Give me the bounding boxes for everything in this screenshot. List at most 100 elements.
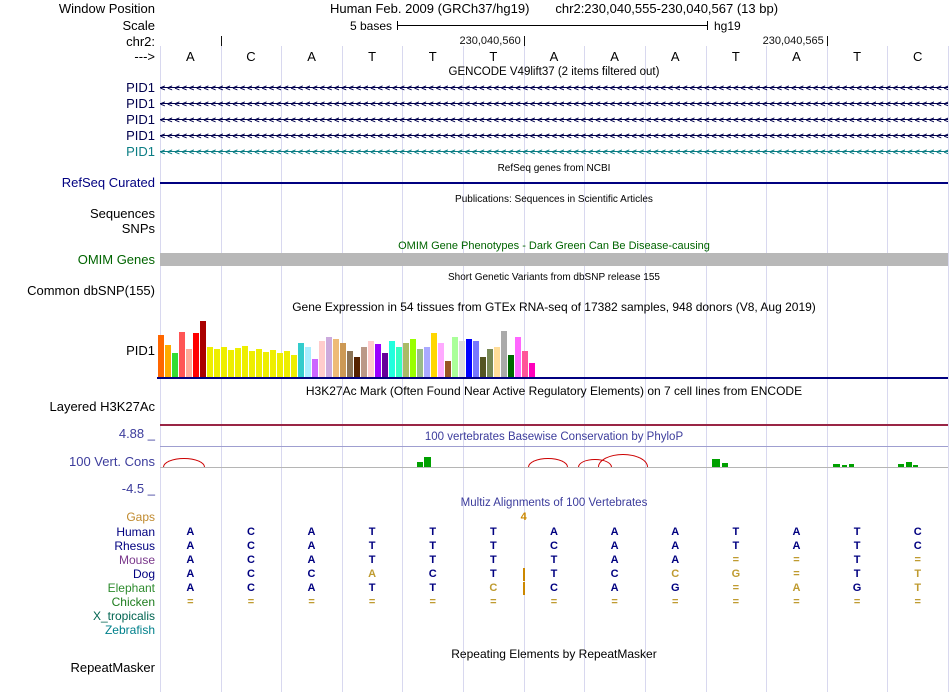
alignment-base: T — [429, 582, 437, 594]
species-label[interactable]: Elephant — [107, 581, 155, 595]
gtex-bar — [403, 343, 409, 377]
omim-region-bar[interactable] — [160, 253, 948, 266]
alignment-base: = — [187, 596, 194, 608]
gtex-bar — [214, 349, 220, 377]
gridline — [948, 46, 949, 692]
species-label[interactable]: Rhesus — [114, 539, 155, 553]
gtex-bar — [186, 349, 192, 377]
gene-model-row[interactable]: <<<<<<<<<<<<<<<<<<<<<<<<<<<<<<<<<<<<<<<<… — [160, 114, 948, 126]
assembly-title: Human Feb. 2009 (GRCh37/hg19) — [329, 1, 530, 16]
gtex-bar — [480, 357, 486, 377]
omim-title[interactable]: OMIM Gene Phenotypes - Dark Green Can Be… — [398, 240, 710, 252]
gtex-bar — [242, 346, 248, 377]
dbsnp-label[interactable]: Common dbSNP(155) — [27, 283, 155, 298]
alignment-base: C — [246, 568, 255, 580]
alignment-base: = — [732, 582, 740, 594]
species-label[interactable]: Dog — [132, 567, 155, 581]
gencode-gene-label[interactable]: PID1 — [126, 112, 155, 127]
gtex-bar — [193, 333, 199, 377]
refseq-curated-label[interactable]: RefSeq Curated — [61, 175, 155, 190]
gencode-title[interactable]: GENCODE V49lift37 (2 items filtered out) — [448, 66, 660, 78]
alignment-base: C — [913, 540, 922, 552]
left-arrows: <<<<<<<<<<<<<<<<<<<<<<<<<<<<<<<<<<<<<<<<… — [160, 99, 948, 109]
gtex-bar — [319, 341, 325, 377]
phylop-positive-bar — [842, 465, 847, 467]
gaps-label[interactable]: Gaps — [126, 510, 155, 524]
gridline — [644, 46, 646, 692]
gtex-bar — [417, 349, 423, 377]
gencode-gene-label[interactable]: PID1 — [126, 96, 155, 111]
gtex-gene-label[interactable]: PID1 — [126, 343, 155, 358]
scale-bar-right-cap — [707, 21, 708, 30]
publications-title[interactable]: Publications: Sequences in Scientific Ar… — [455, 194, 653, 205]
multiz-title[interactable]: Multiz Alignments of 100 Vertebrates — [460, 497, 648, 509]
base-letter: A — [549, 49, 559, 64]
h3k27ac-title[interactable]: H3K27Ac Mark (Often Found Near Active Re… — [305, 384, 803, 398]
window-position-label: Window Position — [58, 1, 155, 16]
alignment-base: A — [792, 582, 801, 594]
gtex-title[interactable]: Gene Expression in 54 tissues from GTEx … — [292, 300, 816, 314]
base-letter: T — [368, 49, 377, 64]
alignment-base: C — [246, 540, 255, 552]
phylop-positive-bar — [712, 459, 720, 467]
phylop-title[interactable]: 100 vertebrates Basewise Conservation by… — [424, 431, 684, 443]
alignment-base: A — [792, 526, 801, 538]
repeatmasker-title[interactable]: Repeating Elements by RepeatMasker — [451, 647, 657, 661]
alignment-base: C — [246, 582, 255, 594]
sequences-label[interactable]: Sequences — [89, 206, 155, 221]
alignment-base: A — [307, 526, 316, 538]
gene-model-row[interactable]: <<<<<<<<<<<<<<<<<<<<<<<<<<<<<<<<<<<<<<<<… — [160, 146, 948, 158]
gencode-gene-label[interactable]: PID1 — [126, 128, 155, 143]
phylop-track-label[interactable]: 100 Vert. Cons — [69, 454, 155, 469]
scale-label: Scale — [122, 18, 155, 33]
phylop-max-label: 4.88 _ — [118, 426, 155, 441]
base-letter: A — [307, 49, 316, 64]
gtex-bar — [179, 332, 185, 377]
gtex-bar — [172, 353, 178, 377]
gtex-bar — [382, 353, 388, 377]
alignment-base: A — [610, 526, 619, 538]
gencode-gene-label[interactable]: PID1 — [126, 80, 155, 95]
species-label[interactable]: Mouse — [118, 553, 155, 567]
gtex-bar — [340, 343, 346, 377]
refseq-title[interactable]: RefSeq genes from NCBI — [497, 163, 611, 174]
ruler-coordinate-label: 230,040,565 — [762, 35, 824, 47]
ruler-tick — [523, 36, 525, 46]
gtex-bar — [221, 347, 227, 377]
phylop-positive-bar — [424, 457, 431, 467]
gencode-gene-label[interactable]: PID1 — [126, 144, 155, 159]
species-label[interactable]: X_tropicalis — [92, 609, 155, 623]
alignment-base: = — [368, 596, 376, 608]
gtex-bar — [494, 347, 500, 377]
h3k27ac-label[interactable]: Layered H3K27Ac — [49, 399, 155, 414]
gtex-bar — [375, 344, 381, 377]
gene-model-row[interactable]: <<<<<<<<<<<<<<<<<<<<<<<<<<<<<<<<<<<<<<<<… — [160, 98, 948, 110]
gridline — [584, 46, 586, 692]
species-label[interactable]: Human — [116, 525, 155, 539]
gap-insert-tick — [522, 582, 525, 595]
alignment-base: = — [853, 596, 861, 608]
omim-genes-label[interactable]: OMIM Genes — [77, 252, 155, 267]
alignment-base: = — [611, 596, 618, 608]
gtex-bar — [487, 349, 493, 377]
alignment-base: T — [368, 582, 376, 594]
gene-model-row[interactable]: <<<<<<<<<<<<<<<<<<<<<<<<<<<<<<<<<<<<<<<<… — [160, 130, 948, 142]
gtex-bar — [326, 337, 332, 377]
snps-label[interactable]: SNPs — [121, 221, 155, 236]
alignment-base: T — [368, 526, 376, 538]
repeatmasker-label[interactable]: RepeatMasker — [70, 660, 155, 675]
alignment-base: = — [429, 596, 436, 608]
alignment-base: = — [914, 596, 921, 608]
gene-model-row[interactable]: <<<<<<<<<<<<<<<<<<<<<<<<<<<<<<<<<<<<<<<<… — [160, 82, 948, 94]
gtex-bar — [256, 349, 262, 377]
gridline — [705, 46, 707, 692]
alignment-base: T — [429, 540, 437, 552]
species-label[interactable]: Chicken — [111, 595, 155, 609]
refseq-gene-bar[interactable] — [160, 182, 948, 184]
species-label[interactable]: Zebrafish — [104, 623, 155, 637]
dbsnp-title[interactable]: Short Genetic Variants from dbSNP releas… — [448, 272, 660, 283]
gtex-bar — [284, 351, 290, 377]
alignment-base: A — [307, 540, 316, 552]
alignment-base: T — [490, 540, 497, 552]
